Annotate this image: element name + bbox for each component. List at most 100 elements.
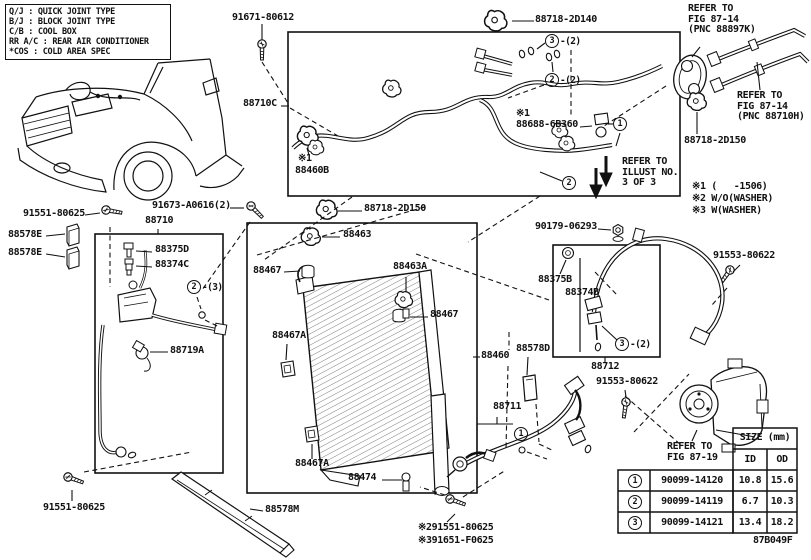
part-label-88710[interactable]: 88710 [145, 215, 174, 226]
part-label-88578D[interactable]: 88578D [516, 343, 550, 354]
group-boxes [94, 31, 681, 494]
size-table-grid [617, 427, 798, 534]
spec-note-2: ※2 W/O(WASHER) [692, 193, 774, 204]
part-label-88578E-1[interactable]: 88578E [8, 229, 42, 240]
part-label-88463[interactable]: 88463 [343, 229, 372, 240]
part-label-88718-2D140[interactable]: 88718-2D140 [535, 14, 597, 25]
refer-note-fig87-14-88710h: REFER TO FIG 87-14 (PNC 88710H) [737, 90, 805, 122]
refer-note-illust-3of3: REFER TO ILLUST NO. 3 OF 3 [622, 156, 679, 188]
callout-1-hose[interactable]: 1 [514, 427, 528, 441]
refer-note-fig87-14-88897k: REFER TO FIG 87-14 (PNC 88897K) [688, 3, 756, 35]
part-label-88463A[interactable]: 88463A [393, 261, 427, 272]
part-label-note-91551-80625[interactable]: ※291551-80625 [418, 522, 494, 533]
table-od-value: 18.2 [770, 517, 794, 528]
table-callout-1: 1 [628, 474, 642, 488]
part-label-88719A[interactable]: 88719A [170, 345, 204, 356]
callout-circle[interactable]: 3 [545, 34, 559, 48]
callout-qty: -(2) [560, 35, 581, 47]
cooler-pipe-assembly [291, 46, 663, 200]
table-part-number[interactable]: 90099-14120 [661, 475, 723, 486]
rear-ac-pipes [673, 27, 810, 112]
part-label-90179-06293[interactable]: 90179-06293 [535, 221, 597, 232]
spec-mark-88688: ※1 [516, 108, 530, 119]
legend-line: Q/J : QUICK JOINT TYPE [9, 7, 115, 17]
group-fasteners [62, 9, 737, 510]
callout-1-pipe[interactable]: 1 [613, 117, 627, 131]
part-label-88710C[interactable]: 88710C [243, 98, 277, 109]
size-table-title: SIZE (mm) [739, 432, 791, 443]
spec-mark-88460B: ※1 [298, 153, 312, 164]
part-label-88375D[interactable]: 88375D [155, 244, 189, 255]
callout-circle[interactable]: 2 [187, 280, 201, 294]
part-label-88474[interactable]: 88474 [348, 472, 377, 483]
callout-qty: -(2) [630, 338, 651, 350]
leader-lines [45, 20, 761, 523]
compressor-drawing [679, 358, 769, 453]
callout-2-top[interactable]: 2 -(2) [545, 73, 581, 87]
table-part-number[interactable]: 90099-14121 [661, 517, 723, 528]
part-label-91673-A0616[interactable]: 91673-A0616(2) [152, 200, 231, 211]
size-table-col-od: OD [776, 454, 788, 465]
part-label-88375B[interactable]: 88375B [538, 274, 572, 285]
down-arrows-icon [589, 156, 613, 200]
callout-3-right[interactable]: 3 -(2) [615, 337, 651, 351]
diagram-code: 87B049F [753, 535, 793, 546]
part-label-88578E-2[interactable]: 88578E [8, 247, 42, 258]
part-label-88374B[interactable]: 88374B [565, 287, 599, 298]
suction-hose [446, 375, 593, 478]
condenser-drawing [280, 227, 450, 496]
part-label-88460B[interactable]: 88460B [295, 165, 329, 176]
part-label-note-91651-F0625[interactable]: ※391651-F0625 [418, 535, 494, 546]
part-label-91671-80612[interactable]: 91671-80612 [232, 12, 294, 23]
dashed-lines [83, 50, 728, 498]
table-id-value: 13.4 [738, 517, 762, 528]
part-label-91551-80625-bottom[interactable]: 91551-80625 [43, 502, 105, 513]
spec-note-1: ※1 ( -1506) [692, 181, 768, 192]
liquid-pipe-assembly [97, 249, 228, 460]
o-ring-icon [198, 311, 206, 319]
car-sketch [17, 58, 245, 201]
part-label-88460[interactable]: 88460 [481, 350, 510, 361]
part-label-91553-80622-top[interactable]: 91553-80622 [713, 250, 775, 261]
part-label-88467A-bottom[interactable]: 88467A [295, 458, 329, 469]
callout-2-pipe[interactable]: 2 [562, 176, 576, 190]
part-label-88712[interactable]: 88712 [591, 361, 620, 372]
callout-qty: -(2) [560, 74, 581, 86]
part-label-88467-right[interactable]: 88467 [430, 309, 459, 320]
part-label-88718-2D150-mid[interactable]: 88718-2D150 [364, 203, 426, 214]
table-callout-3: 3 [628, 516, 642, 530]
legend-line: B/J : BLOCK JOINT TYPE [9, 17, 115, 27]
part-label-88688-6B360[interactable]: 88688-6B360 [516, 119, 578, 130]
legend-line: *COS : COLD AREA SPEC [9, 47, 111, 57]
callout-circle[interactable]: 1 [514, 427, 528, 441]
discharge-hose [579, 227, 725, 352]
part-label-91551-80625-top[interactable]: 91551-80625 [23, 208, 85, 219]
callout-circle[interactable]: 2 [562, 176, 576, 190]
table-id-value: 6.7 [741, 496, 759, 507]
callout-qty: -(3) [202, 281, 223, 293]
part-label-88578M[interactable]: 88578M [265, 504, 299, 515]
spec-note-3: ※3 W(WASHER) [692, 205, 762, 216]
refer-note-fig87-19: REFER TO FIG 87-19 [667, 441, 718, 463]
part-label-88718-2D150-right[interactable]: 88718-2D150 [684, 135, 746, 146]
part-label-88467A-top[interactable]: 88467A [272, 330, 306, 341]
group-brackets [66, 223, 538, 558]
callout-circle[interactable]: 1 [613, 117, 627, 131]
callout-2-left[interactable]: 2 -(3) [187, 280, 223, 294]
size-table-col-id: ID [744, 454, 756, 465]
part-label-88467-left[interactable]: 88467 [253, 265, 282, 276]
callout-circle[interactable]: 2 [545, 73, 559, 87]
table-od-value: 15.6 [770, 475, 794, 486]
table-id-value: 10.8 [738, 475, 762, 486]
legend-line: C/B : COOL BOX [9, 27, 77, 37]
table-od-value: 10.3 [770, 496, 794, 507]
table-part-number[interactable]: 90099-14119 [661, 496, 723, 507]
part-label-88374C[interactable]: 88374C [155, 259, 189, 270]
legend-box: Q/J : QUICK JOINT TYPE B/J : BLOCK JOINT… [5, 4, 171, 60]
part-label-91553-80622-bottom[interactable]: 91553-80622 [596, 376, 658, 387]
part-label-88711[interactable]: 88711 [493, 401, 522, 412]
callout-3-top[interactable]: 3 -(2) [545, 34, 581, 48]
callout-circle[interactable]: 3 [615, 337, 629, 351]
